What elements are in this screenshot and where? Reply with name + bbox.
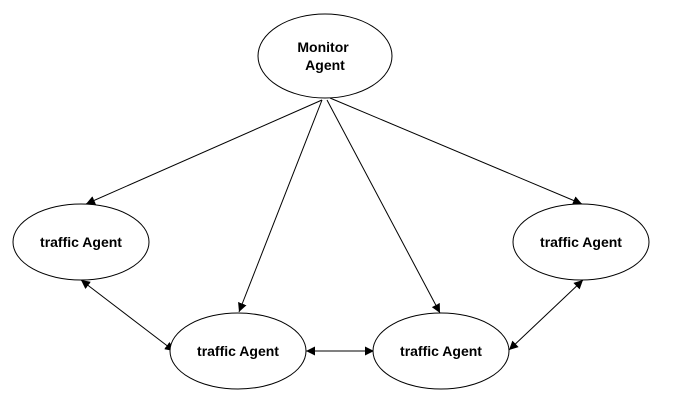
node-traffic-agent-bottom-right: traffic Agent: [372, 312, 510, 390]
node-monitor-agent-shape: [257, 13, 393, 99]
node-traffic-agent-bottom-left: traffic Agent: [169, 312, 307, 390]
edge-monitor-to-traffic-bottom-left: [238, 99, 323, 313]
node-traffic-agent-left-label: traffic Agent: [40, 234, 122, 250]
edge-monitor-to-traffic-left: [85, 99, 323, 205]
edge-traffic-left-traffic-bottom-left: [80, 279, 175, 352]
node-monitor-agent: Monitor Agent: [257, 13, 393, 99]
node-traffic-agent-right: traffic Agent: [512, 203, 650, 281]
node-traffic-agent-bottom-right-label: traffic Agent: [400, 343, 482, 359]
node-monitor-agent-label-line2: Agent: [305, 57, 345, 73]
node-traffic-agent-right-shape: [512, 203, 650, 281]
node-monitor-agent-label-line1: Monitor: [297, 39, 349, 55]
node-traffic-agent-bottom-left-shape: [169, 312, 307, 390]
node-traffic-agent-left: traffic Agent: [12, 203, 150, 281]
node-traffic-agent-right-label: traffic Agent: [540, 234, 622, 250]
edge-monitor-to-traffic-bottom-right: [326, 99, 441, 314]
node-traffic-agent-bottom-left-label: traffic Agent: [197, 343, 279, 359]
edge-monitor-to-traffic-right: [329, 97, 583, 205]
node-traffic-agent-left-shape: [12, 203, 150, 281]
svg-text:Monitor Agent: Monitor Agent: [297, 39, 352, 73]
node-traffic-agent-bottom-right-shape: [372, 312, 510, 390]
edge-traffic-bottom-right-traffic-right: [508, 279, 584, 351]
